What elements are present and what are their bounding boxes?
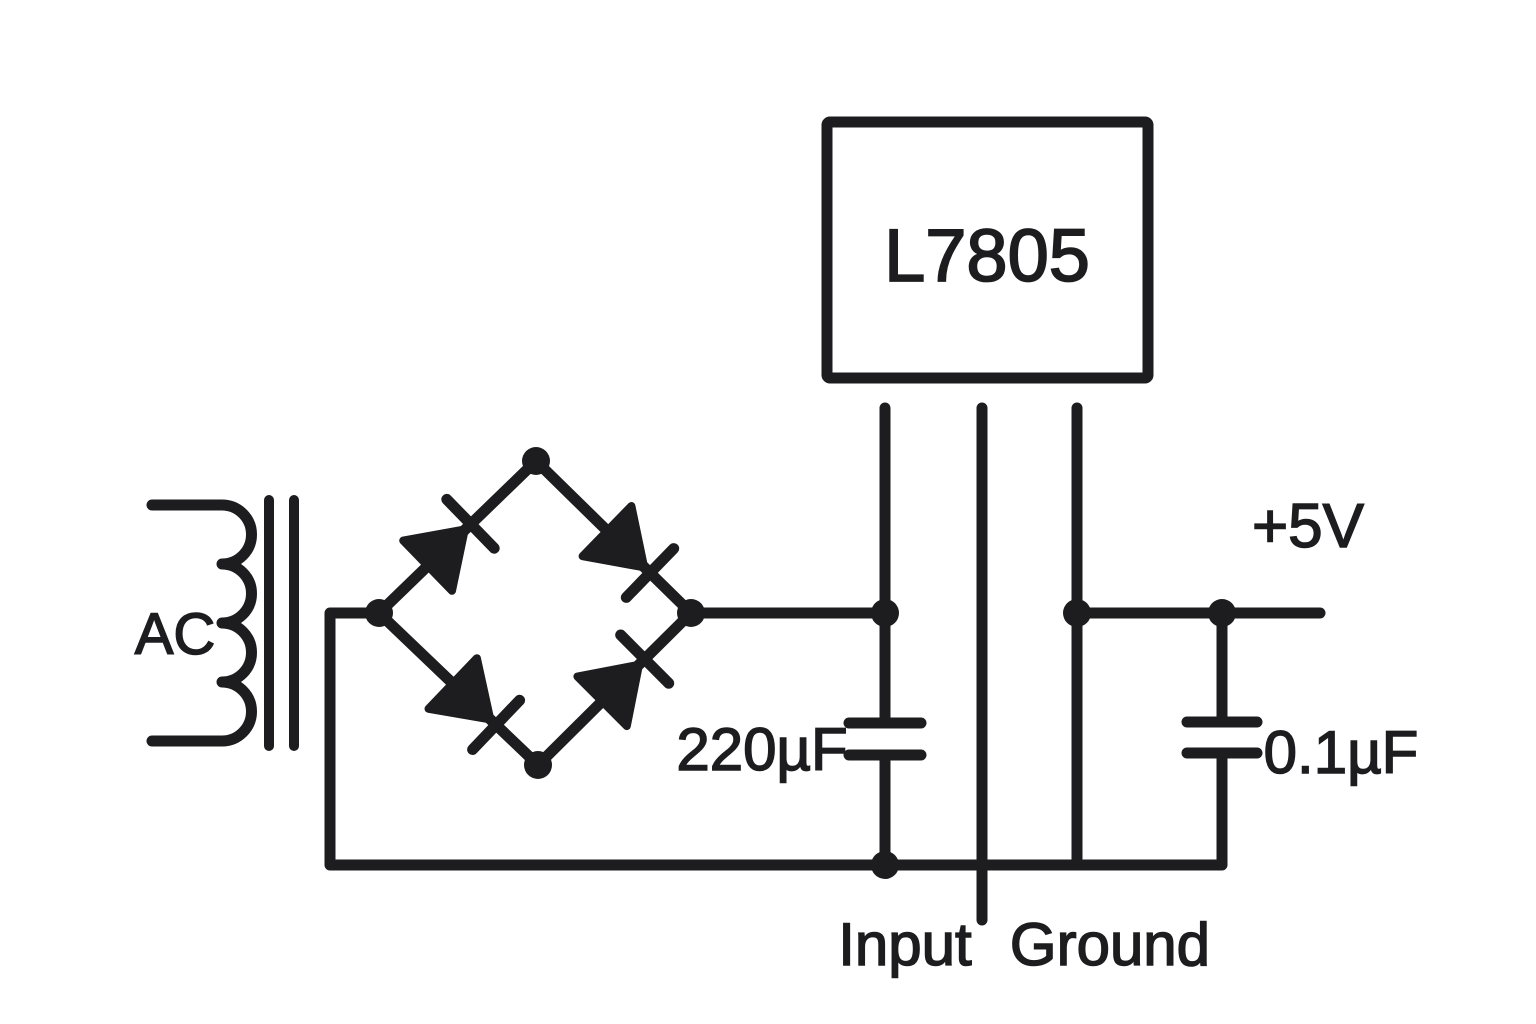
junction-dot — [524, 751, 552, 779]
ac-transformer — [146, 495, 299, 751]
bridge-rectifier — [365, 447, 705, 779]
junction-dot — [871, 599, 899, 627]
regulator-box — [821, 116, 1154, 384]
junction-dot — [871, 851, 899, 879]
junction-dot — [522, 447, 550, 475]
diode-top-right — [578, 502, 680, 603]
output-voltage-label: +5V — [1252, 492, 1365, 561]
smoothing-capacitor — [843, 717, 927, 871]
smoothing-capacitor-label: 220µF — [676, 716, 847, 783]
junction-dot — [1063, 599, 1091, 627]
junction-dot — [1208, 599, 1236, 627]
voltage-regulator: L7805 — [821, 116, 1154, 926]
bottom-rail-wire — [324, 607, 1228, 871]
output-capacitor-label: 0.1µF — [1264, 719, 1419, 786]
diode-cathode-bar — [615, 629, 675, 689]
junction-dot — [365, 599, 393, 627]
diode-top-left — [399, 493, 500, 595]
diode-bottom-right — [573, 629, 675, 731]
ac-label: AC — [135, 602, 216, 667]
diode-bottom-left — [424, 654, 526, 755]
regulator-label: L7805 — [884, 214, 1090, 297]
diode-cathode-bar — [441, 493, 500, 554]
diode-arrow-icon — [578, 502, 649, 572]
pin-ground-label: Ground — [1010, 911, 1210, 978]
diode-arrow-icon — [573, 660, 643, 731]
diode-arrow-icon — [424, 654, 495, 724]
diode-cathode-bar — [467, 694, 526, 755]
diode-arrow-icon — [399, 525, 469, 595]
transformer-coil — [146, 499, 257, 747]
output-capacitor — [1181, 607, 1263, 759]
pin-input-label: Input — [838, 911, 972, 978]
diode-cathode-bar — [620, 543, 680, 603]
